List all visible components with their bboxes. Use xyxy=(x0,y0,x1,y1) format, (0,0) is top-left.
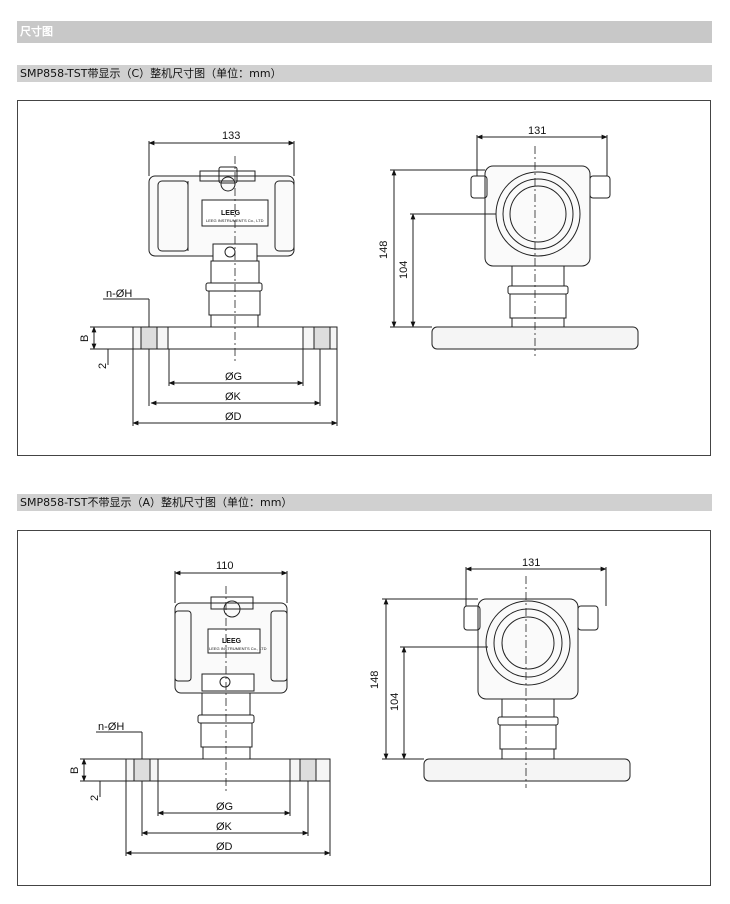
diagram-c-title: SMP858-TST带显示（C）整机尺寸图（单位：mm） xyxy=(20,67,282,80)
side-height-total-label: 148 xyxy=(369,671,381,689)
brand-logo: LEEG xyxy=(222,638,242,645)
brand-subtitle: LEEG INSTRUMENTS Co., LTD xyxy=(209,646,267,651)
holes-label: n-ØH xyxy=(106,288,132,300)
front-view-c xyxy=(90,140,338,426)
diagram-a-panel: 110 n-ØH B 2 ØG ØK ØD LEEG LEEG INSTRUME… xyxy=(17,530,711,886)
side-width-label: 131 xyxy=(522,557,540,569)
flange-thickness-label: B xyxy=(79,335,91,342)
side-height-lower-label: 104 xyxy=(389,693,401,711)
diagram-a-title-bar: SMP858-TST不带显示（A）整机尺寸图（单位：mm） xyxy=(17,494,712,511)
front-view-a xyxy=(80,570,331,856)
side-height-total-label: 148 xyxy=(378,241,390,259)
holes-label: n-ØH xyxy=(98,721,124,733)
g-label: ØG xyxy=(216,801,233,813)
side-view-c xyxy=(390,134,639,356)
diagram-a-title: SMP858-TST不带显示（A）整机尺寸图（单位：mm） xyxy=(20,496,293,509)
diagram-c-title-bar: SMP858-TST带显示（C）整机尺寸图（单位：mm） xyxy=(17,65,712,82)
d-label: ØD xyxy=(225,411,242,423)
side-view-a xyxy=(382,566,631,788)
raise-label: 2 xyxy=(97,363,109,369)
side-width-label: 131 xyxy=(528,125,546,137)
section-title-bar: 尺寸图 xyxy=(17,21,712,43)
front-width-label: 110 xyxy=(216,560,234,572)
d-label: ØD xyxy=(216,841,233,853)
flange-thickness-label: B xyxy=(69,767,81,774)
diagram-a-drawing: 110 n-ØH B 2 ØG ØK ØD LEEG LEEG INSTRUME… xyxy=(69,557,631,856)
section-title: 尺寸图 xyxy=(20,25,53,38)
raise-label: 2 xyxy=(89,795,101,801)
diagram-c-drawing: 133 n-ØH B 2 ØG ØK ØD LEEG LEEG INSTRUME… xyxy=(79,125,639,426)
front-width-label: 133 xyxy=(222,130,240,142)
side-height-lower-label: 104 xyxy=(398,261,410,279)
brand-logo: LEEG xyxy=(221,210,241,217)
k-label: ØK xyxy=(225,391,242,403)
k-label: ØK xyxy=(216,821,233,833)
diagram-c-panel: 133 n-ØH B 2 ØG ØK ØD LEEG LEEG INSTRUME… xyxy=(17,100,711,456)
brand-subtitle: LEEG INSTRUMENTS Co., LTD xyxy=(206,218,264,223)
g-label: ØG xyxy=(225,371,242,383)
